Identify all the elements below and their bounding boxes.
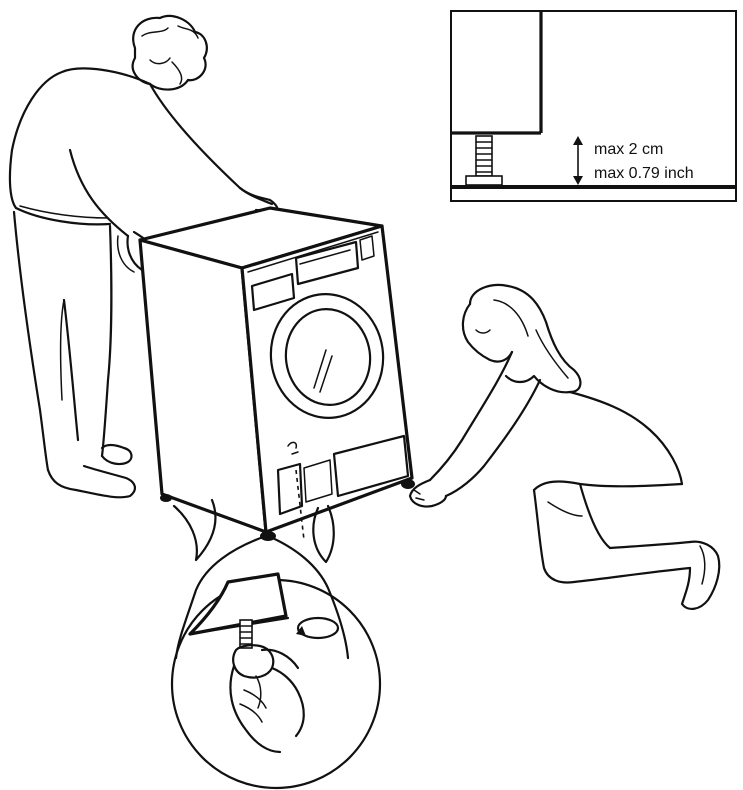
control-panel (250, 235, 375, 312)
max-height-cm-label: max 2 cm (594, 141, 663, 158)
washing-machine (138, 206, 415, 541)
man-tilting-machine (8, 14, 279, 499)
max-height-inch-label: max 0.79 inch (594, 165, 694, 182)
rotate-arrow-icon (296, 616, 340, 640)
dimension-arrow (573, 136, 583, 185)
foot-height-inset: max 2 cm max 0.79 inch (450, 10, 737, 202)
foot-detail-callout (170, 498, 382, 790)
woman-adjusting-foot (408, 283, 721, 610)
adjustable-foot (465, 135, 503, 186)
door (269, 293, 385, 419)
